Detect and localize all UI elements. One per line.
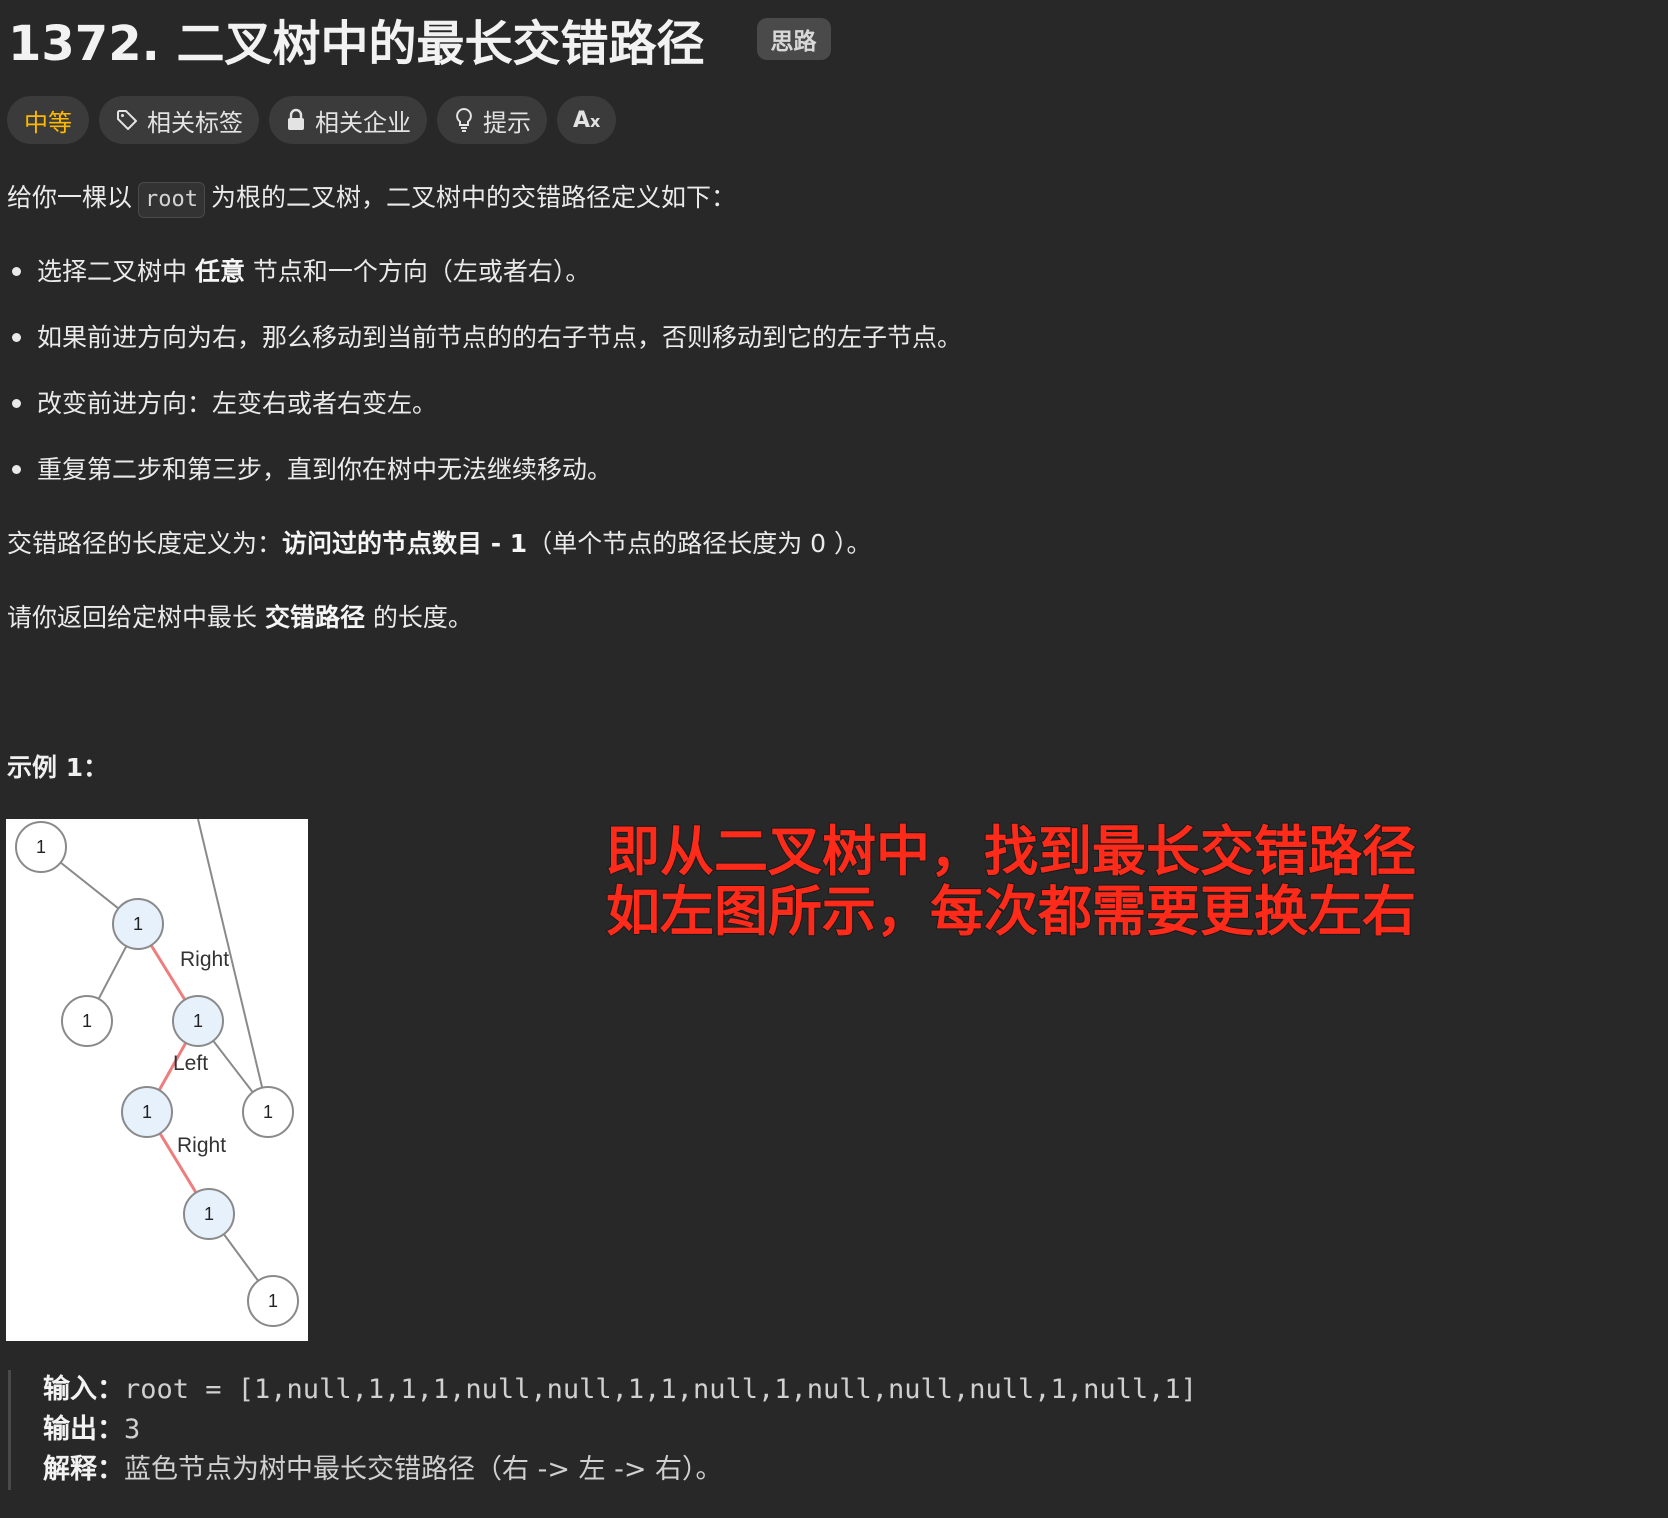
- ask-post: 的长度。: [364, 603, 473, 632]
- translate-button[interactable]: Ax: [557, 96, 617, 144]
- list-item: 重复第二步和第三步，直到你在树中无法继续移动。: [12, 452, 612, 488]
- edge-label: Right: [180, 948, 229, 971]
- example-output: 输出：3: [43, 1410, 1197, 1450]
- node-label: 1: [82, 1011, 92, 1031]
- input-value: root = [1,null,1,1,1,null,null,1,1,null,…: [124, 1374, 1197, 1405]
- edge-labels: Right Left Right: [173, 948, 229, 1157]
- intro-before: 给你一棵以: [7, 183, 133, 212]
- bullet-text: 如果前进方向为右，那么移动到当前节点的的右子节点，否则移动到它的左子节点。: [37, 323, 963, 352]
- tree-node: [61, 995, 113, 1047]
- bullet-text: 重复第二步和第三步，直到你在树中无法继续移动。: [37, 455, 613, 484]
- node-label: 1: [142, 1102, 152, 1122]
- hint-button[interactable]: 提示: [437, 96, 547, 144]
- example-input: 输入：root = [1,null,1,1,1,null,null,1,1,nu…: [43, 1370, 1197, 1410]
- edge-label: Right: [177, 1134, 226, 1157]
- related-tags-label: 相关标签: [147, 108, 243, 137]
- ask-pre: 请你返回给定树中最长: [7, 603, 265, 632]
- intro-after: 为根的二叉树，二叉树中的交错路径定义如下：: [211, 183, 737, 212]
- tag-bar: 中等 相关标签 相关企业: [7, 96, 617, 144]
- bullet-text-after: 节点和一个方向（左或者右）。: [244, 257, 591, 286]
- length-post: （单个节点的路径长度为 0 ）。: [527, 529, 872, 558]
- list-item: 改变前进方向：左变右或者右变左。: [12, 386, 437, 422]
- tree-node-highlighted: [121, 1086, 173, 1138]
- tree-diagram: Right Left Right 1 1 1 1 1 1: [6, 818, 308, 1341]
- node-label: 1: [133, 914, 143, 934]
- output-value: 3: [124, 1414, 141, 1445]
- bullet-dot: [12, 266, 21, 276]
- tree-node-highlighted: [112, 898, 164, 950]
- tag-icon: [115, 108, 139, 132]
- bullet-dot: [12, 464, 21, 474]
- translate-icon: Ax: [573, 107, 601, 133]
- tree-node-highlighted: [183, 1188, 235, 1240]
- bullet-text: 改变前进方向：左变右或者右变左。: [37, 389, 438, 418]
- node-label: 1: [36, 837, 46, 857]
- example-title: 示例 1：: [7, 753, 109, 782]
- title-row: 1372. 二叉树中的最长交错路径 思路: [8, 4, 831, 74]
- list-item: 选择二叉树中 任意 节点和一个方向（左或者右）。: [12, 254, 590, 290]
- related-companies-button[interactable]: 相关企业: [269, 96, 427, 144]
- explanation-value: 蓝色节点为树中最长交错路径（右 -> 左 -> 右）。: [124, 1454, 723, 1485]
- length-pre: 交错路径的长度定义为：: [7, 529, 283, 558]
- root-code: root: [138, 182, 205, 218]
- annotation-line: 即从二叉树中，找到最长交错路径: [605, 820, 1417, 883]
- tree-node: [242, 1086, 294, 1138]
- bullet-text: 选择二叉树中: [37, 257, 195, 286]
- explanation-label: 解释：: [43, 1454, 124, 1485]
- bullet-dot: [12, 398, 21, 408]
- node-label: 1: [268, 1291, 278, 1311]
- tree-edge: [197, 818, 269, 1113]
- ask-bold: 交错路径: [264, 603, 365, 632]
- example-explanation: 解释：蓝色节点为树中最长交错路径（右 -> 左 -> 右）。: [43, 1450, 1197, 1490]
- annotation-line: 如左图所示，每次都需要更换左右: [605, 880, 1417, 943]
- length-bold: 访问过的节点数目 - 1: [282, 529, 528, 558]
- related-tags-button[interactable]: 相关标签: [99, 96, 259, 144]
- input-label: 输入：: [43, 1374, 124, 1405]
- tree-edges: [40, 818, 274, 1302]
- lightbulb-icon: [453, 107, 475, 133]
- solution-badge[interactable]: 思路: [756, 18, 831, 60]
- difficulty-label: 中等: [24, 108, 72, 137]
- node-labels: 1 1 1 1 1 1 1 1: [36, 837, 278, 1311]
- difficulty-tag[interactable]: 中等: [7, 96, 89, 144]
- tree-node: [247, 1275, 299, 1327]
- length-definition: 交错路径的长度定义为：访问过的节点数目 - 1（单个节点的路径长度为 0 ）。: [7, 526, 872, 562]
- tree-node: [15, 821, 67, 873]
- bullet-dot: [12, 332, 21, 342]
- lock-icon: [285, 108, 307, 132]
- list-item: 如果前进方向为右，那么移动到当前节点的的右子节点，否则移动到它的左子节点。: [12, 320, 962, 356]
- output-label: 输出：: [43, 1414, 124, 1445]
- edge-label: Left: [173, 1052, 208, 1075]
- node-label: 1: [204, 1204, 214, 1224]
- related-companies-label: 相关企业: [315, 108, 411, 137]
- node-label: 1: [193, 1011, 203, 1031]
- example-io-block: 输入：root = [1,null,1,1,1,null,null,1,1,nu…: [8, 1370, 1197, 1490]
- hint-label: 提示: [483, 108, 531, 137]
- tree-nodes: [15, 821, 299, 1327]
- node-label: 1: [263, 1102, 273, 1122]
- task-paragraph: 请你返回给定树中最长 交错路径 的长度。: [7, 600, 473, 636]
- tree-node-highlighted: [172, 995, 224, 1047]
- bullet-bold: 任意: [194, 257, 245, 286]
- problem-title[interactable]: 1372. 二叉树中的最长交错路径: [8, 16, 705, 72]
- annotation-overlay: 即从二叉树中，找到最长交错路径 如左图所示，每次都需要更换左右: [605, 820, 1417, 943]
